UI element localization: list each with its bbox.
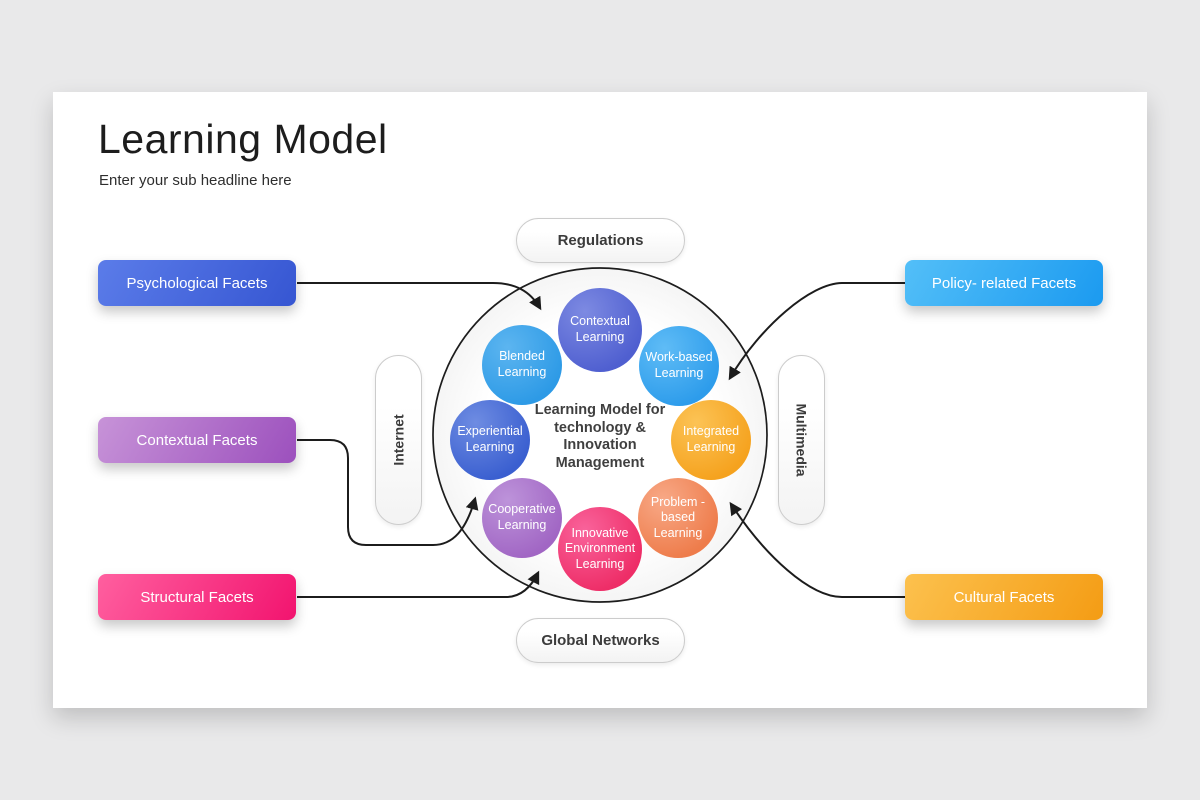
slide-canvas: Learning Model Enter your sub headline h… bbox=[53, 92, 1147, 708]
learning-circle-experiential: Experiential Learning bbox=[450, 400, 530, 480]
learning-circle-label: Problem - based Learning bbox=[650, 494, 706, 540]
pill-internet: Internet bbox=[375, 355, 422, 525]
facet-label: Cultural Facets bbox=[953, 588, 1055, 606]
pill-regulations: Regulations bbox=[516, 218, 685, 263]
facet-box-psychological: Psychological Facets bbox=[98, 260, 296, 306]
facet-box-policy-related: Policy- related Facets bbox=[905, 260, 1103, 306]
learning-circle-integrated: Integrated Learning bbox=[671, 400, 751, 480]
page-title: Learning Model bbox=[98, 116, 388, 162]
learning-circle-problem-based: Problem - based Learning bbox=[638, 478, 718, 558]
facet-label: Contextual Facets bbox=[136, 431, 258, 449]
pill-label: Internet bbox=[390, 414, 407, 466]
learning-circle-label: Contextual Learning bbox=[570, 314, 630, 344]
learning-circle-label: Integrated Learning bbox=[682, 424, 740, 454]
pill-label: Multimedia bbox=[793, 403, 810, 477]
facet-box-structural: Structural Facets bbox=[98, 574, 296, 620]
learning-circle-cooperative: Cooperative Learning bbox=[482, 478, 562, 558]
pill-global-networks: Global Networks bbox=[516, 618, 685, 663]
pill-multimedia: Multimedia bbox=[778, 355, 825, 525]
facet-label: Structural Facets bbox=[140, 588, 254, 606]
hub-center-text: Learning Model for technology & Innovati… bbox=[534, 402, 666, 472]
learning-circle-label: Cooperative Learning bbox=[488, 502, 556, 532]
facet-label: Policy- related Facets bbox=[931, 274, 1077, 292]
connector-structural-to-innovative-learning bbox=[297, 570, 540, 598]
pill-label: Regulations bbox=[557, 232, 644, 249]
learning-circle-innovative-environment: Innovative Environment Learning bbox=[558, 507, 642, 591]
pill-label: Global Networks bbox=[541, 632, 660, 649]
facet-label: Psychological Facets bbox=[126, 274, 268, 292]
learning-circle-work-based: Work-based Learning bbox=[639, 326, 719, 406]
learning-circle-label: Blended Learning bbox=[497, 349, 547, 379]
learning-circle-label: Experiential Learning bbox=[457, 424, 523, 454]
learning-circle-contextual: Contextual Learning bbox=[558, 288, 642, 372]
facet-box-contextual: Contextual Facets bbox=[98, 417, 296, 463]
learning-circle-label: Work-based Learning bbox=[645, 350, 713, 380]
connector-psychological-to-contextual-learning bbox=[297, 282, 542, 311]
learning-circle-blended: Blended Learning bbox=[482, 325, 562, 405]
learning-circle-label: Innovative Environment Learning bbox=[564, 525, 636, 571]
facet-box-cultural: Cultural Facets bbox=[905, 574, 1103, 620]
page-subtitle: Enter your sub headline here bbox=[99, 172, 292, 189]
